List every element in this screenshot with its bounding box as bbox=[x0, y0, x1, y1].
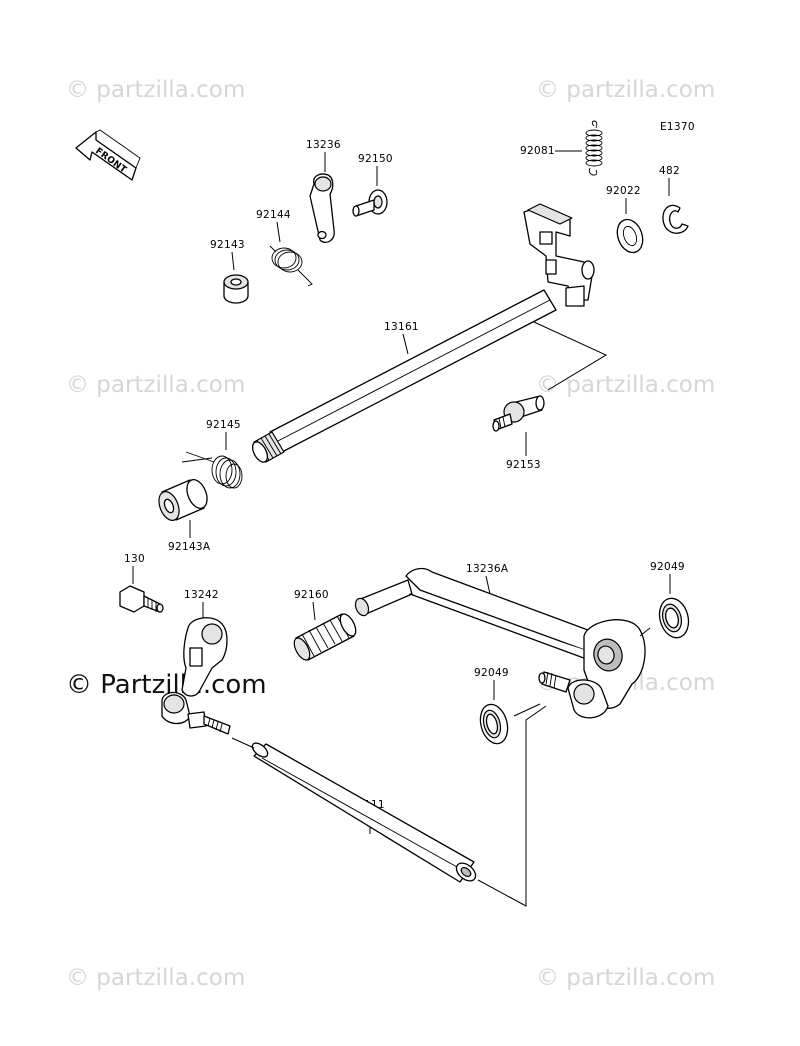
part-92143-collar bbox=[223, 274, 249, 304]
part-130-bolt bbox=[119, 585, 164, 613]
diagram-code: E1370 bbox=[660, 121, 695, 133]
part-label-92049-lower: 92049 bbox=[474, 667, 509, 679]
part-13236-arm bbox=[309, 173, 335, 244]
part-92143A-collar bbox=[158, 479, 208, 521]
part-92145-spring bbox=[181, 451, 243, 489]
part-label-92022: 92022 bbox=[606, 185, 641, 197]
part-92153-bolt bbox=[492, 395, 545, 432]
watermark-top-right: © partzilla.com bbox=[536, 77, 715, 103]
rod-end-joint bbox=[161, 691, 231, 735]
part-92049-lower-seal bbox=[479, 703, 509, 745]
watermark-bottom-left: © partzilla.com bbox=[66, 965, 245, 991]
part-label-92150: 92150 bbox=[358, 153, 393, 165]
part-92150-bolt bbox=[352, 189, 388, 217]
part-label-92160: 92160 bbox=[294, 589, 329, 601]
part-label-482: 482 bbox=[659, 165, 680, 177]
part-label-13161: 13161 bbox=[384, 321, 419, 333]
part-label-92049-upper: 92049 bbox=[650, 561, 685, 573]
part-92049-upper-seal bbox=[658, 597, 690, 639]
watermark-bottom-right: © partzilla.com bbox=[536, 965, 715, 991]
part-92144-spring bbox=[269, 245, 313, 287]
part-label-92153: 92153 bbox=[506, 459, 541, 471]
part-label-13242: 13242 bbox=[184, 589, 219, 601]
part-label-92081: 92081 bbox=[520, 145, 555, 157]
part-label-130: 130 bbox=[124, 553, 145, 565]
part-92022-washer bbox=[616, 218, 644, 254]
part-13236A-pedal bbox=[354, 567, 646, 719]
part-482-circlip bbox=[662, 204, 689, 234]
part-13161-shaft bbox=[251, 203, 595, 463]
watermark-mid-right: © partzilla.com bbox=[536, 372, 715, 398]
front-arrow-icon: FRONT bbox=[75, 129, 141, 181]
part-label-92143: 92143 bbox=[210, 239, 245, 251]
part-label-92143A: 92143A bbox=[168, 541, 211, 553]
part-92081-spring bbox=[585, 120, 603, 176]
part-label-92145: 92145 bbox=[206, 419, 241, 431]
watermarks: © partzilla.com © partzilla.com © partzi… bbox=[66, 77, 715, 991]
part-13242-lever bbox=[181, 617, 228, 697]
part-label-13236: 13236 bbox=[306, 139, 341, 151]
part-label-13236A: 13236A bbox=[466, 563, 509, 575]
watermark-mid-left: © partzilla.com bbox=[66, 372, 245, 398]
watermark-top-left: © partzilla.com bbox=[66, 77, 245, 103]
part-39111-tie-rod bbox=[251, 742, 477, 883]
part-92160-rubber bbox=[293, 613, 357, 661]
part-label-92144: 92144 bbox=[256, 209, 291, 221]
